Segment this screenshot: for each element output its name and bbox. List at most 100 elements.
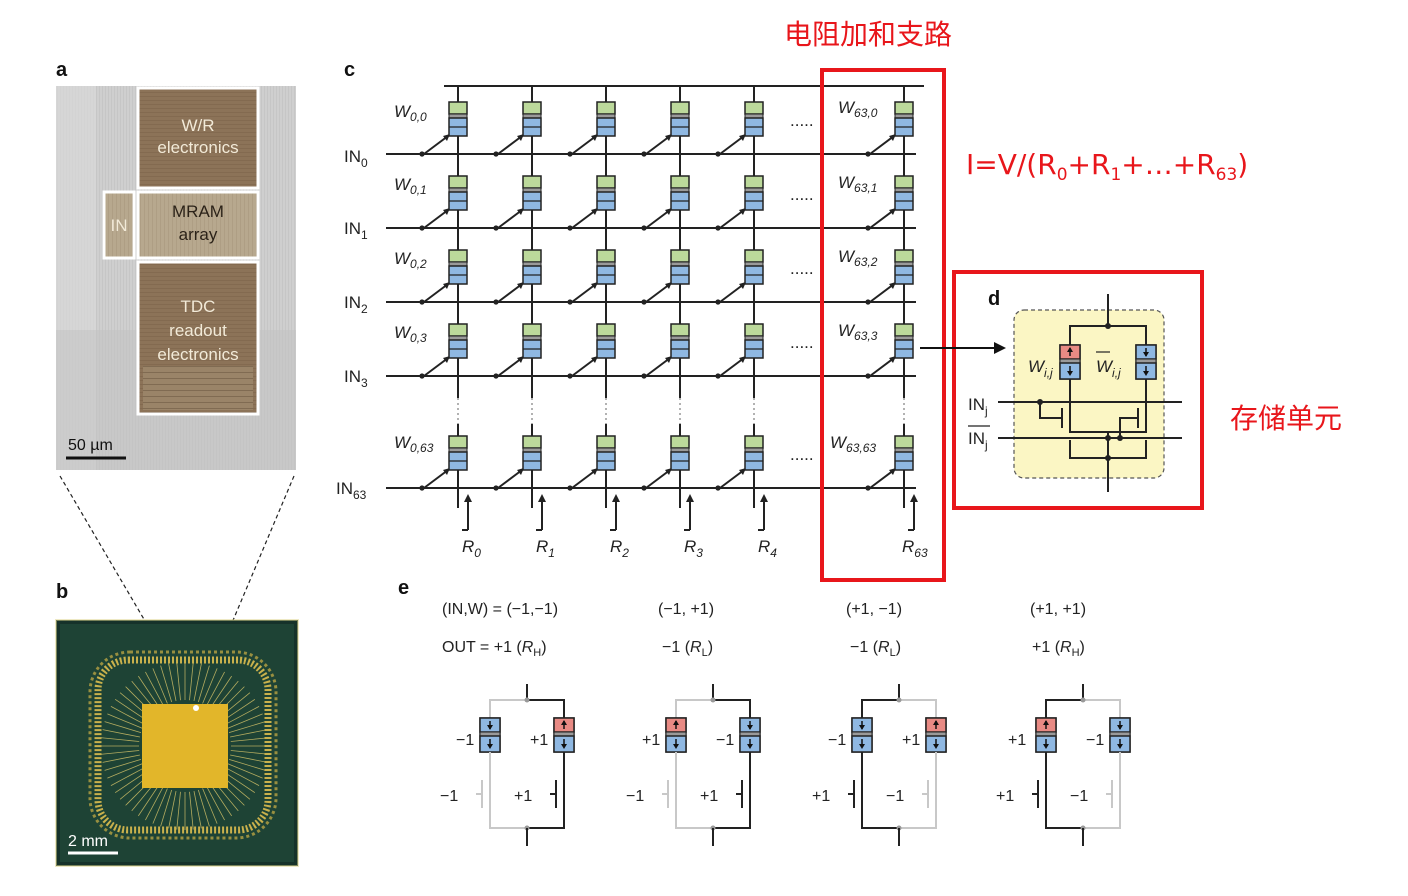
tdc-label-2: readout (169, 321, 227, 340)
readout-arrow-head (464, 494, 472, 502)
bond-wire (102, 754, 140, 763)
switch-arm (497, 469, 523, 489)
weight-label-w630: W63,0 (838, 98, 878, 120)
switch-arm (423, 283, 449, 303)
in-block (102, 190, 136, 260)
cell3-right-value: +1 (902, 732, 920, 749)
switch-node (493, 151, 499, 157)
weight-label-w6363: W63,63 (830, 433, 876, 455)
switch-arm (719, 209, 745, 229)
switch-arm (497, 209, 523, 229)
bond-wire (230, 737, 269, 742)
bond-wire (228, 721, 266, 734)
switch-node (715, 151, 721, 157)
switch-node (567, 151, 573, 157)
cell-wbar-label: Wi,j (1096, 357, 1121, 380)
wr-label-2: electronics (157, 138, 238, 157)
current-formula: I=V/(R0+R1+…+R63) (966, 148, 1248, 185)
out-case2: −1 (RL) (662, 639, 713, 659)
mtj-cell (448, 249, 468, 285)
bond-wire (189, 662, 194, 701)
wr-label-1: W/R (181, 116, 214, 135)
cell2-right-value: −1 (716, 732, 734, 749)
switch-node (865, 299, 871, 305)
bond-wire (206, 671, 225, 706)
switch-node (567, 225, 573, 231)
mtj-cell (894, 249, 914, 285)
bond-wire (206, 786, 225, 821)
bond-wire (145, 671, 164, 706)
bond-wire (110, 767, 145, 786)
bond-wire (168, 791, 177, 829)
readout-label-r63: R63 (902, 537, 928, 560)
switch-arm (869, 283, 895, 303)
bond-wire (101, 750, 140, 755)
switch-arm (719, 283, 745, 303)
switch-arm (645, 135, 671, 155)
header-case3: (+1, −1) (846, 601, 902, 618)
readout-arrow-head (910, 494, 918, 502)
readout-arrow-head (686, 494, 694, 502)
switch-node (493, 225, 499, 231)
switch-arm (571, 357, 597, 377)
input-label-in63: IN63 (336, 479, 367, 502)
bond-wire (225, 706, 260, 725)
branch-title: 电阻加和支路 (784, 18, 952, 51)
input-label-in2: IN2 (344, 293, 368, 316)
mtj-cell (448, 101, 468, 137)
switch-node (493, 373, 499, 379)
panel-label-b: b (56, 581, 68, 603)
mtj-parallel-icon (925, 717, 947, 753)
switch-arm (869, 209, 895, 229)
memory-cell-detail: Wi,j Wi,j INj INj (968, 294, 1182, 492)
cell-background (1013, 309, 1165, 479)
mram-label-2: array (179, 225, 218, 244)
switch-arm (719, 357, 745, 377)
bond-wire (193, 791, 202, 829)
bond-wire (223, 771, 256, 794)
tdc-label-1: TDC (181, 297, 216, 316)
mtj-cell (670, 175, 690, 211)
input-label-in3: IN3 (344, 367, 368, 390)
bond-wire (101, 737, 140, 742)
bond-wire (197, 789, 210, 827)
mtj-cell (522, 435, 542, 471)
mtj-cell (894, 435, 914, 471)
switch-arm (423, 357, 449, 377)
header-case1: (IN,W) = (−1,−1) (442, 601, 558, 618)
mtj-cell (522, 249, 542, 285)
weight-label-w631: W63,1 (838, 173, 877, 195)
mtj-cell (894, 101, 914, 137)
switch-node (567, 485, 573, 491)
switch-node (567, 299, 573, 305)
bond-wire (102, 729, 140, 738)
truth-cell-3 (848, 684, 947, 846)
cell2-gate-left: −1 (626, 788, 644, 805)
mtj-cell (744, 249, 764, 285)
switch-node (493, 299, 499, 305)
bond-wire (160, 789, 173, 827)
readout-label-r0: R0 (462, 537, 481, 560)
input-label-in0: IN0 (344, 147, 368, 170)
switch-node (715, 299, 721, 305)
bond-wire (107, 713, 143, 729)
mtj-cell (744, 323, 764, 359)
panel-label-c: c (344, 59, 355, 81)
chip-package-photo: 2 mm (55, 619, 299, 867)
mtj-antiparallel-icon (1109, 717, 1131, 753)
mtj-cell (596, 249, 616, 285)
weight-label-w01: W0,1 (394, 175, 427, 197)
switch-node (419, 151, 425, 157)
cell1-right-value: +1 (530, 732, 548, 749)
truth-cell-2 (662, 684, 761, 846)
mtj-cell (744, 175, 764, 211)
mtj-cell (894, 175, 914, 211)
bond-wire (152, 668, 168, 704)
mtj-parallel-icon (553, 717, 575, 753)
cell4-gate-left: +1 (996, 788, 1014, 805)
switch-arm (869, 357, 895, 377)
switch-node (865, 225, 871, 231)
switch-arm (497, 135, 523, 155)
mtj-cell (670, 435, 690, 471)
mtj-cell (596, 323, 616, 359)
